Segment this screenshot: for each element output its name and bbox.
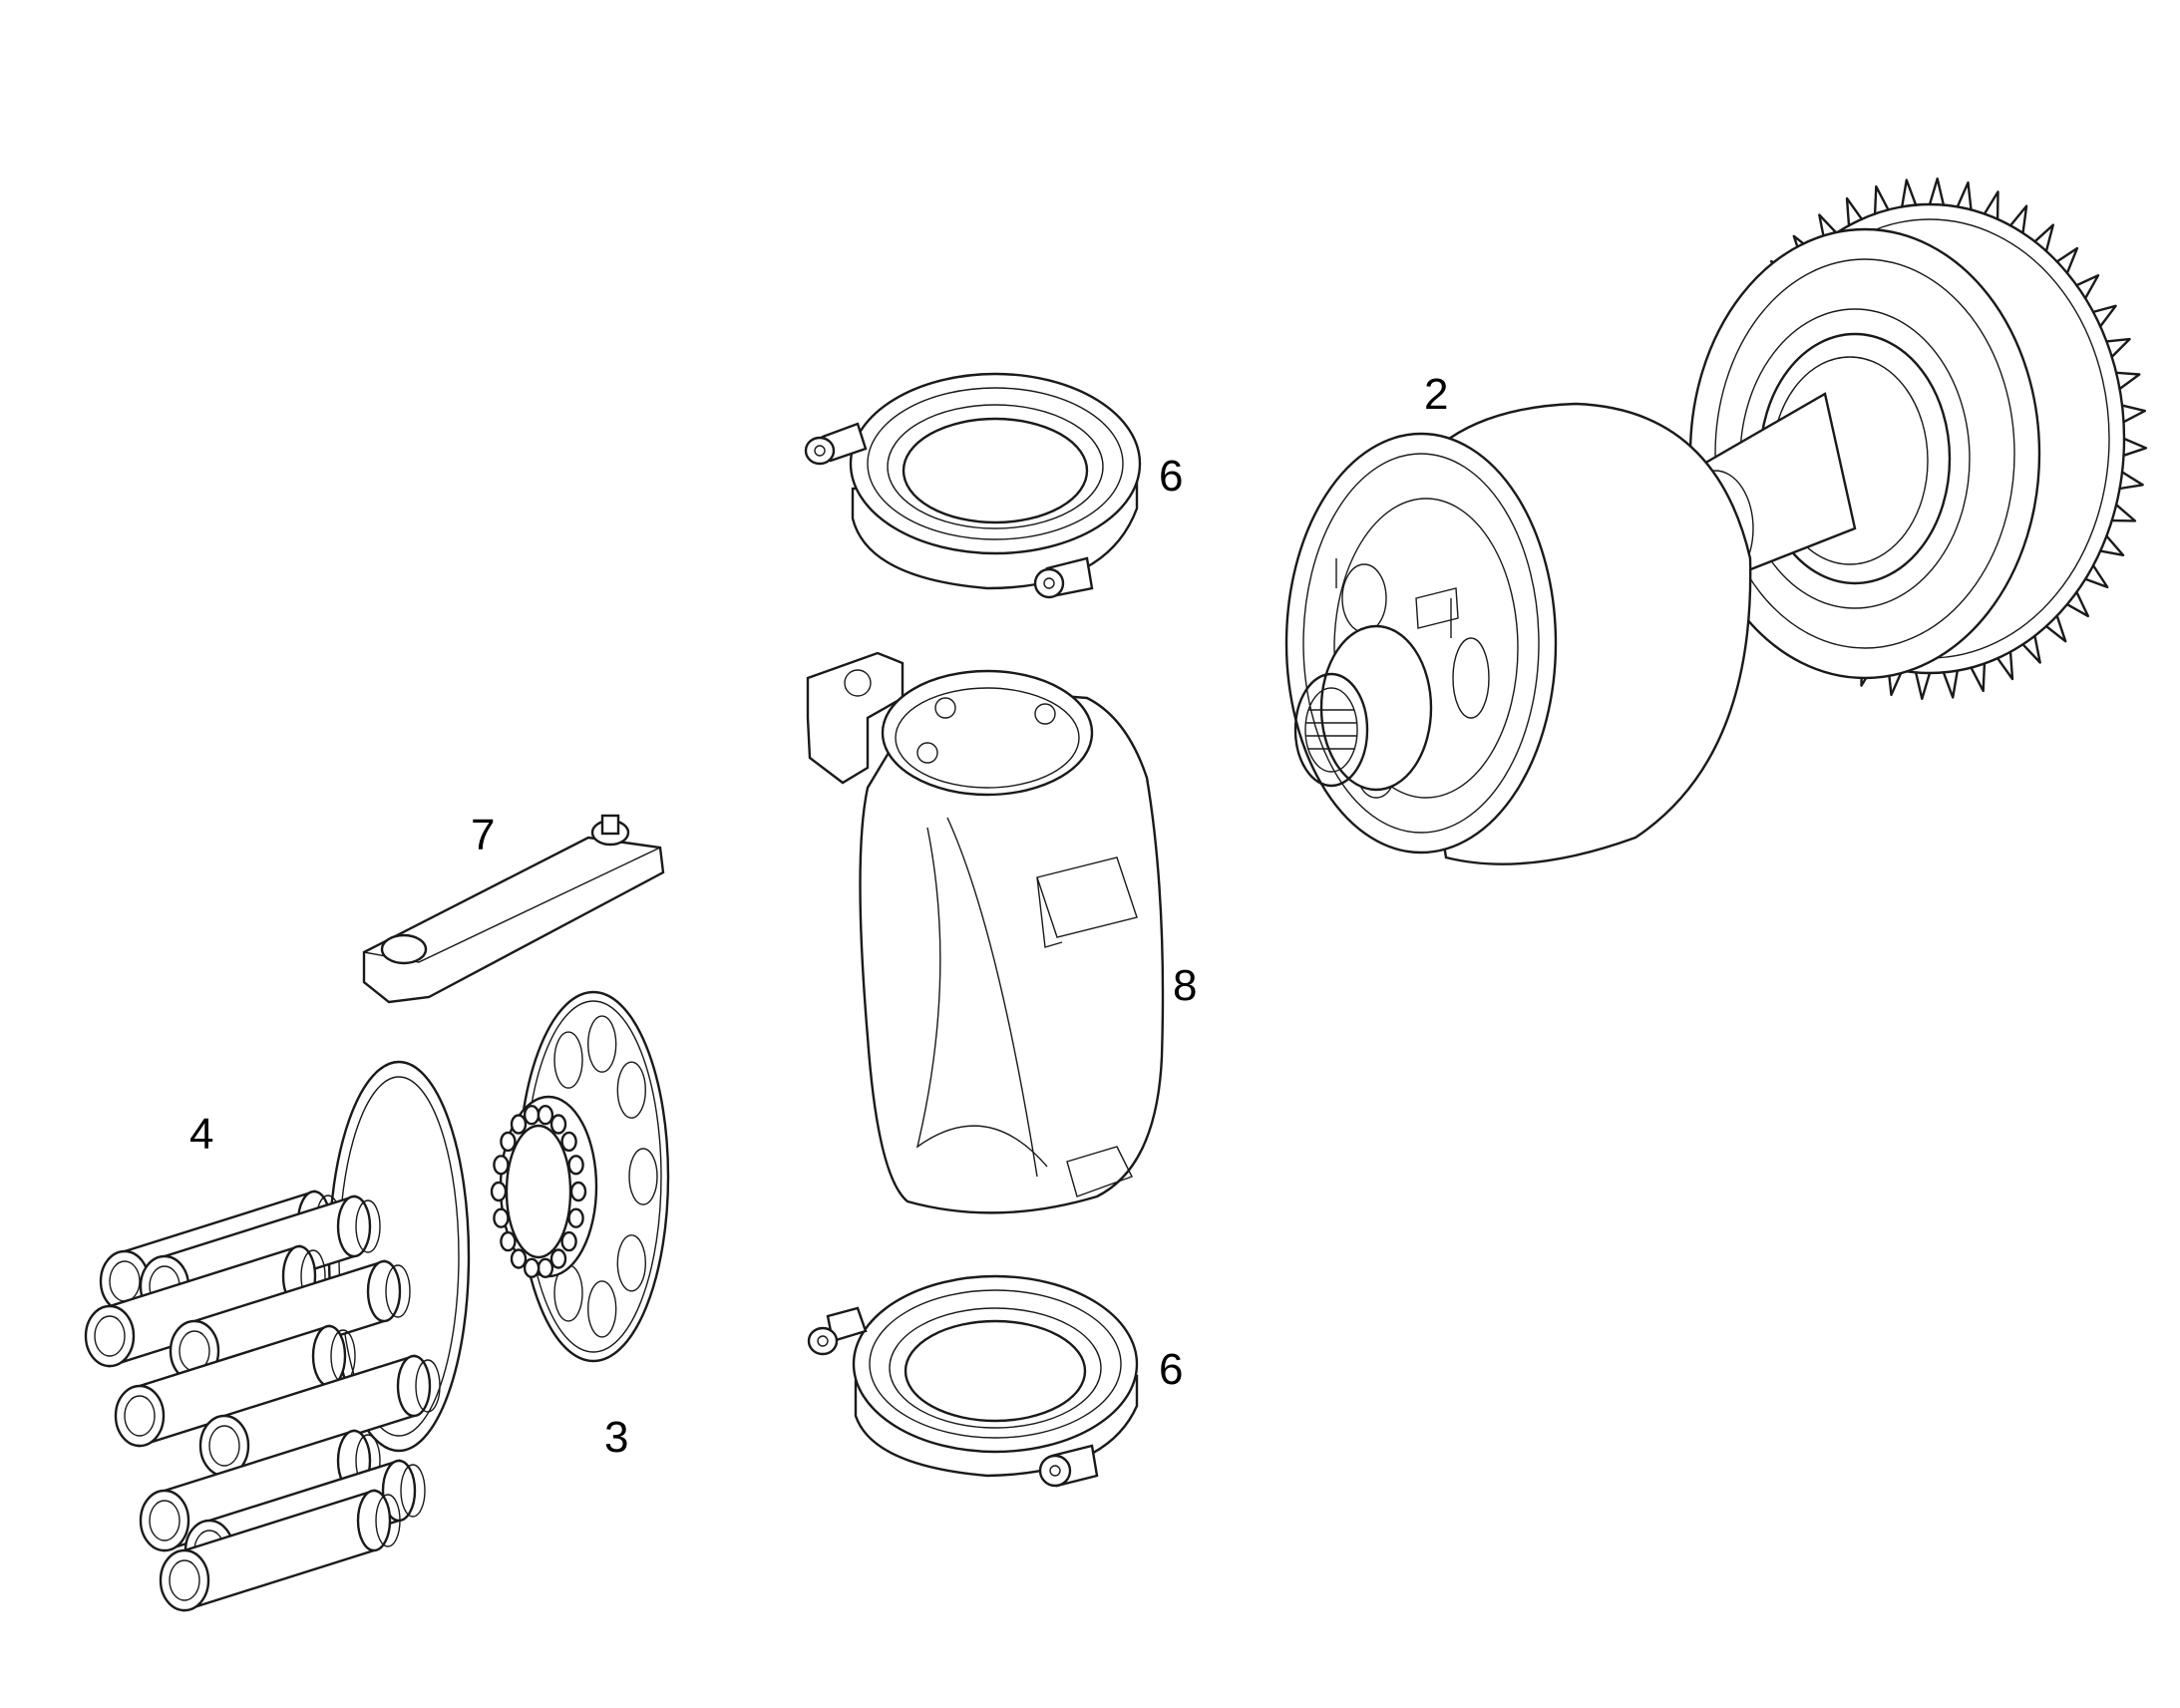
- cylinder-barrel: [1284, 402, 1752, 865]
- spline-ball: [560, 1131, 577, 1153]
- callout-4: 4: [189, 1110, 213, 1159]
- part-8-swash-plate: [806, 651, 1165, 1214]
- bearing-clip: [1033, 556, 1094, 599]
- bearing-clip: [807, 1306, 868, 1356]
- spline-ball: [493, 1207, 510, 1228]
- spline-ball: [537, 1257, 554, 1279]
- part-6-bearing-top: [804, 372, 1142, 599]
- spline-ball: [523, 1257, 541, 1279]
- spline-ball: [567, 1207, 584, 1228]
- plate-hole: [616, 1234, 646, 1292]
- callout-6-top: 6: [1159, 452, 1183, 501]
- plate-hole: [616, 1061, 646, 1119]
- spline-ball: [549, 1248, 567, 1269]
- spline-ball: [493, 1155, 510, 1176]
- plate-hole: [587, 1280, 617, 1338]
- spline-ball: [510, 1248, 528, 1269]
- callout-7: 7: [471, 811, 495, 859]
- callout-3: 3: [604, 1413, 628, 1462]
- part-7-link: [362, 814, 665, 1004]
- spline-ball: [500, 1230, 517, 1252]
- callout-6-bottom: 6: [1159, 1345, 1183, 1394]
- spline-ball: [500, 1131, 517, 1153]
- callout-labels: 2 3 4 6 6 7 8: [189, 370, 1448, 1462]
- bearing-clip: [804, 422, 868, 466]
- gear: [1688, 177, 2148, 700]
- spline-ball: [510, 1114, 528, 1135]
- spline-ball: [549, 1114, 567, 1135]
- plate-hole: [587, 1015, 617, 1073]
- part-2-shaft-gear-assembly: [1284, 177, 2148, 865]
- part-4-piston-set: [84, 1060, 471, 1612]
- spline-ball: [523, 1104, 541, 1126]
- plate-hole: [628, 1148, 658, 1205]
- piston: [159, 1489, 401, 1612]
- spline-ball: [490, 1181, 508, 1202]
- part-6-bearing-bottom: [807, 1274, 1139, 1488]
- spline-ball: [560, 1230, 577, 1252]
- part-3-retainer-plate: [490, 990, 670, 1363]
- piston: [114, 1324, 356, 1448]
- piston: [198, 1354, 441, 1478]
- plate-hole: [553, 1031, 583, 1089]
- pistons: [84, 1190, 441, 1612]
- spline-ball: [567, 1155, 584, 1176]
- callout-8: 8: [1173, 961, 1197, 1010]
- bearing-clip: [1038, 1444, 1099, 1488]
- spline-ball: [569, 1181, 587, 1202]
- callout-2: 2: [1424, 370, 1448, 419]
- spline-balls: [490, 1104, 587, 1279]
- spline-ball: [537, 1104, 554, 1126]
